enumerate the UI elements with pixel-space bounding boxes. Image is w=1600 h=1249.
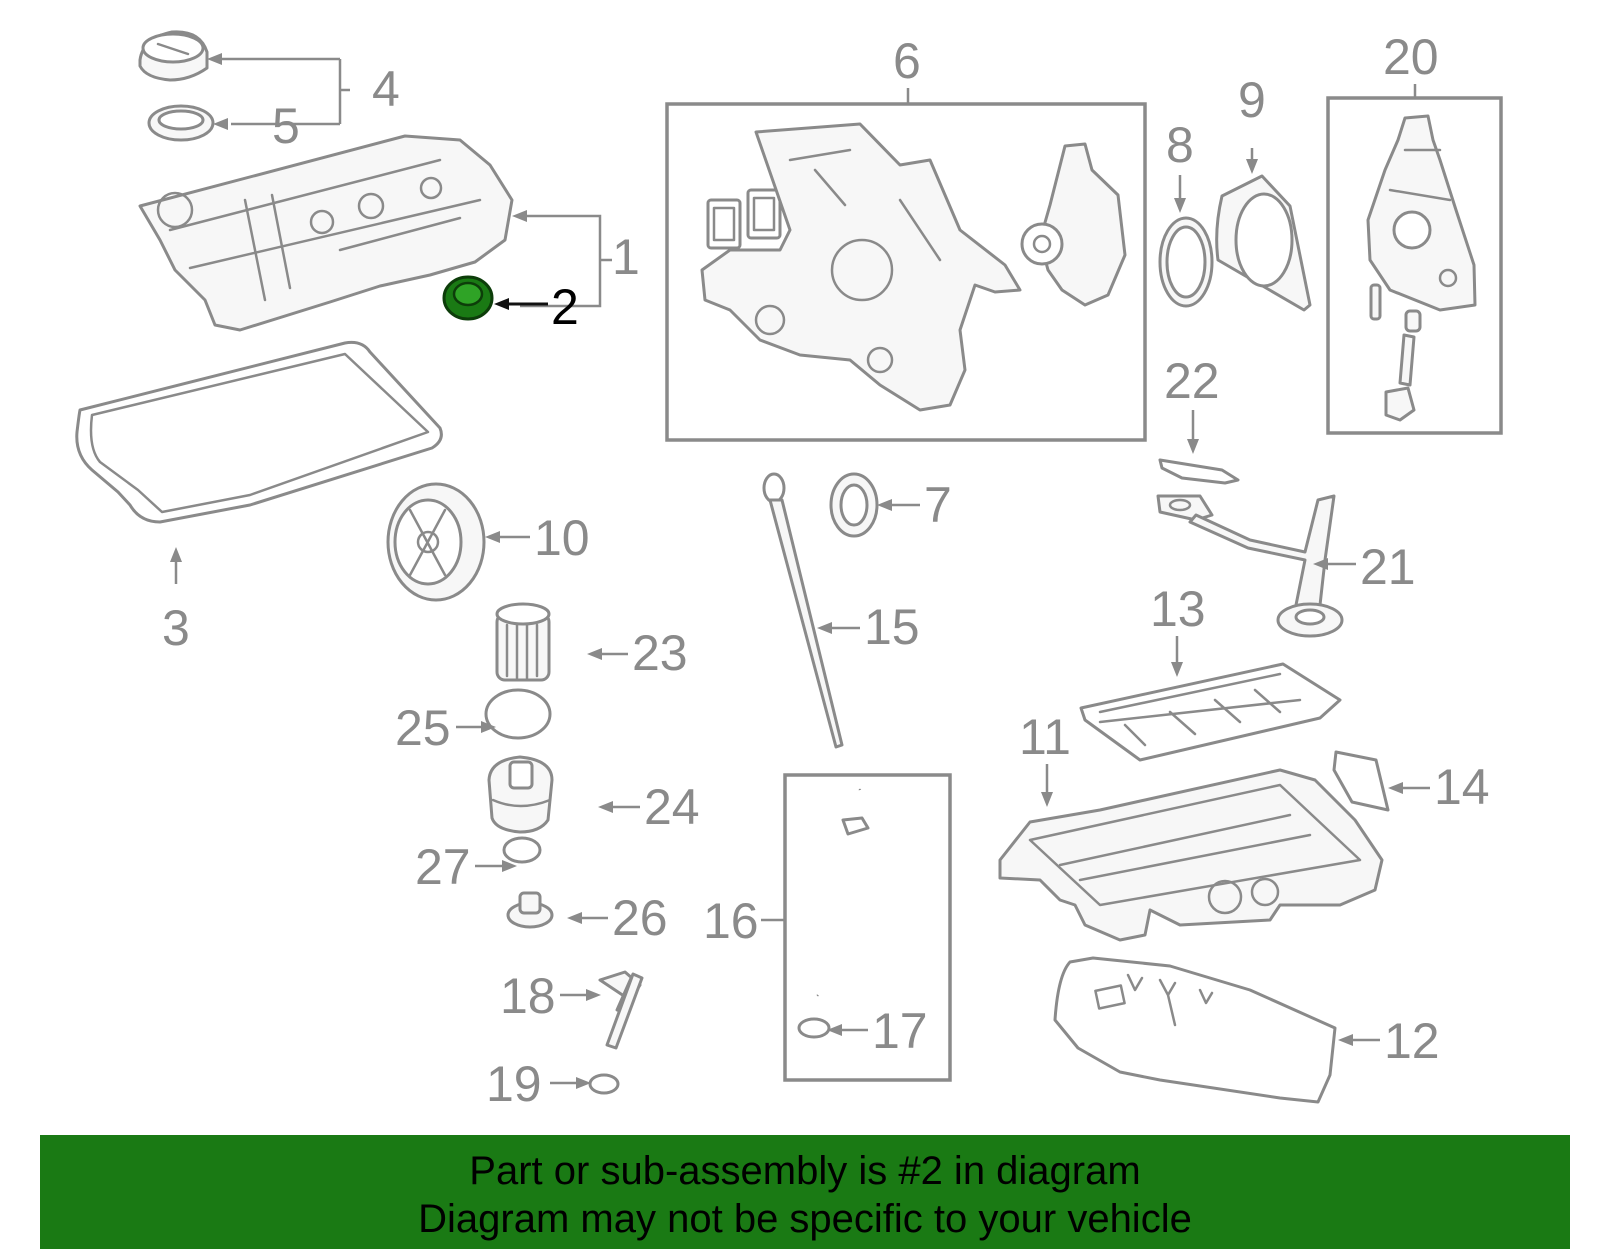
callout-26: 26 (612, 890, 668, 946)
part-8-seal[interactable] (1158, 216, 1214, 308)
part-10-crank-pulley[interactable] (386, 482, 486, 602)
part-6-timing-cover-assembly[interactable] (700, 122, 1127, 412)
part-3-valve-cover-gasket[interactable] (75, 340, 443, 524)
callout-6: 6 (893, 33, 921, 89)
part-2-highlighted-seal[interactable] (442, 275, 494, 321)
callout-27: 27 (415, 839, 471, 895)
part-19-small-ring[interactable] (588, 1073, 620, 1095)
part-6-group-box (665, 102, 1147, 442)
part-25-o-ring[interactable] (484, 688, 552, 740)
callout-25: 25 (395, 700, 451, 756)
part-22-strainer-gasket[interactable] (1158, 458, 1240, 485)
callout-2-highlighted: 2 (551, 279, 579, 335)
callout-15: 15 (864, 599, 920, 655)
banner-line-part-info: Part or sub-assembly is #2 in diagram (469, 1149, 1141, 1193)
callout-16: 16 (703, 893, 759, 949)
callout-21: 21 (1360, 539, 1416, 595)
part-23-oil-filter-element[interactable] (495, 602, 551, 682)
callout-20: 20 (1383, 29, 1439, 85)
leader-lines (170, 53, 1430, 1089)
part-5-cap-gasket[interactable] (147, 104, 215, 142)
part-20-oil-pump-assembly[interactable] (1366, 114, 1477, 422)
banner-line-disclaimer: Diagram may not be specific to your vehi… (418, 1197, 1192, 1241)
callout-7: 7 (924, 477, 952, 533)
part-14-cover-plate[interactable] (1332, 750, 1390, 812)
callout-18: 18 (500, 968, 556, 1024)
callout-19: 19 (486, 1056, 542, 1112)
callout-13: 13 (1150, 581, 1206, 637)
callout-9: 9 (1238, 72, 1266, 128)
callout-11: 11 (1019, 709, 1071, 765)
part-18-guide-clip[interactable] (598, 970, 644, 1050)
callout-5: 5 (272, 98, 300, 154)
callout-labels: 4 5 1 2 3 10 6 7 8 9 20 22 21 13 14 11 1… (162, 29, 1490, 1112)
part-15-oil-dipstick[interactable] (762, 472, 844, 749)
part-4-oil-filler-cap[interactable] (138, 30, 209, 82)
callout-23: 23 (632, 625, 688, 681)
callout-4: 4 (372, 61, 400, 117)
part-11-oil-pan-upper[interactable] (998, 768, 1384, 942)
callout-3: 3 (162, 600, 190, 656)
part-24-filter-housing-cap[interactable] (487, 755, 554, 834)
part-12-oil-pan-lower[interactable] (1053, 956, 1337, 1104)
callout-14: 14 (1434, 759, 1490, 815)
part-1-valve-cover[interactable] (138, 134, 514, 332)
part-13-baffle-plate[interactable] (1079, 662, 1342, 762)
part-16-dipstick-guide-tube[interactable] (816, 788, 881, 997)
part-20-group-box (1326, 96, 1503, 435)
part-7-front-seal[interactable] (829, 472, 879, 538)
part-26-drain-plug[interactable] (506, 891, 554, 929)
part-9-rear-cover[interactable] (1215, 174, 1312, 312)
part-17-guide-o-ring[interactable] (797, 1017, 831, 1039)
callout-22: 22 (1164, 353, 1220, 409)
part-16-group-box (783, 773, 952, 1082)
callout-10: 10 (534, 510, 590, 566)
callout-24: 24 (644, 779, 700, 835)
info-banner: Part or sub-assembly is #2 in diagram Di… (40, 1135, 1570, 1249)
callout-12: 12 (1384, 1013, 1440, 1069)
part-21-oil-strainer[interactable] (1156, 494, 1344, 638)
part-27-small-o-ring[interactable] (502, 836, 542, 864)
callout-8: 8 (1166, 117, 1194, 173)
callout-17: 17 (872, 1003, 928, 1059)
callout-1: 1 (612, 229, 640, 285)
